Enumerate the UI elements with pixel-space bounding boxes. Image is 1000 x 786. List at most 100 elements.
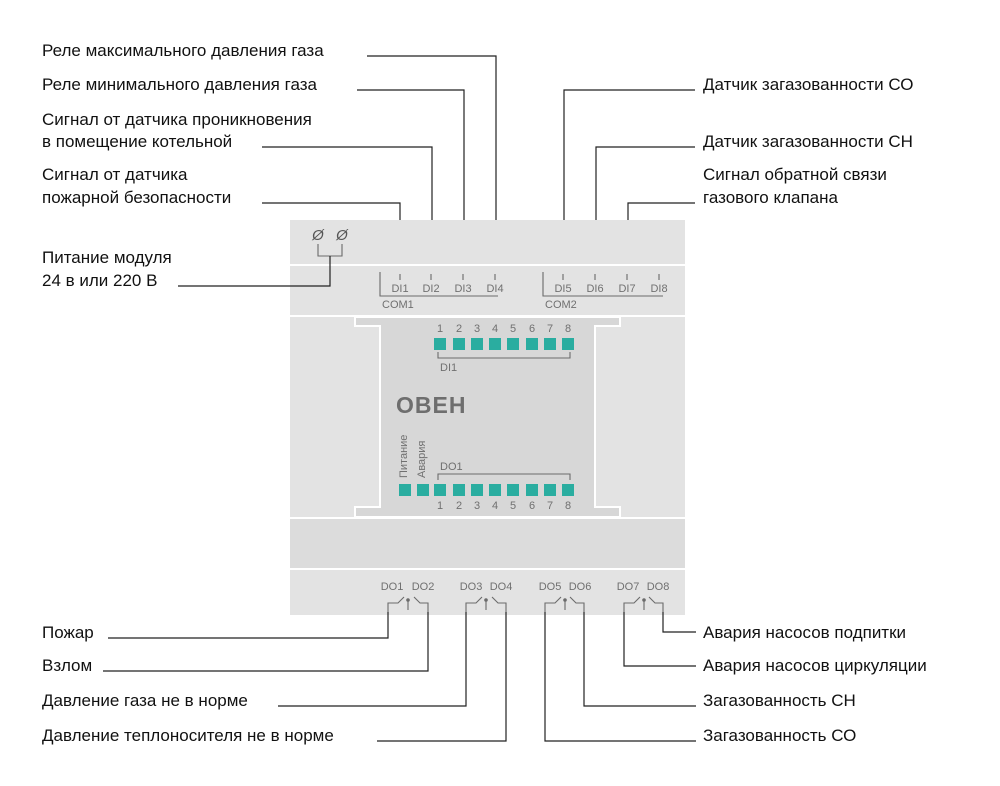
leader-do4 [377, 612, 507, 742]
label-breakin: Взлом [42, 656, 92, 675]
module-body [290, 220, 685, 615]
input-callouts-left: Реле максимального давления газа Реле ми… [42, 41, 324, 290]
oven-logo: ОВЕН [396, 392, 466, 418]
label-makeup-pumps: Авария насосов подпитки [703, 623, 906, 642]
power-symbol-2: Ø [335, 227, 349, 244]
do-led-4 [489, 484, 501, 496]
di-led-1 [434, 338, 446, 350]
label-power-line1: Питание модуля [42, 248, 172, 267]
terminal-do2: DO2 [412, 581, 435, 593]
terminal-di5: DI5 [554, 283, 571, 295]
power-terminals: Ø Ø [311, 227, 349, 257]
leader-do5 [544, 612, 696, 742]
terminal-di4: DI4 [486, 283, 503, 295]
leader-do6 [583, 612, 696, 707]
do-led-number-8: 8 [565, 500, 571, 512]
label-intrusion-line1: Сигнал от датчика проникновения [42, 110, 312, 129]
label-ch-sensor: Датчик загазованности СН [703, 132, 913, 151]
leader-di4 [367, 55, 497, 220]
label-gas-pressure: Давление газа не в норме [42, 691, 248, 710]
leader-power [178, 256, 331, 287]
leader-do3 [278, 612, 467, 707]
status-alarm-led [417, 484, 429, 496]
terminal-di6: DI6 [586, 283, 603, 295]
di-terminal-labels: DI1 DI2 DI3 DI4 DI5 DI6 DI7 DI8 COM1 COM… [382, 283, 668, 311]
leader-do2 [103, 612, 429, 672]
label-valve-feedback-line1: Сигнал обратной связи [703, 165, 887, 184]
di-led-row: 1 2 3 4 5 6 7 8 DI1 [434, 323, 574, 374]
di-led-number-7: 7 [547, 323, 553, 335]
do-led-1 [434, 484, 446, 496]
status-indicators: Питание Авария [398, 435, 429, 496]
terminal-do6: DO6 [569, 581, 592, 593]
do-group-label: DO1 [440, 461, 463, 473]
terminal-di8: DI8 [650, 283, 667, 295]
di-led-number-3: 3 [474, 323, 480, 335]
output-callouts-left: Пожар Взлом Давление газа не в норме Дав… [42, 623, 334, 745]
terminal-di7: DI7 [618, 283, 635, 295]
leader-do7 [623, 612, 696, 667]
di-led-4 [489, 338, 501, 350]
di-led-number-1: 1 [437, 323, 443, 335]
label-relay-max-pressure: Реле максимального давления газа [42, 41, 324, 60]
di-led-number-2: 2 [456, 323, 462, 335]
leader-di6 [595, 146, 695, 220]
label-fire: Пожар [42, 623, 94, 642]
label-fire-sensor-line2: пожарной безопасности [42, 188, 231, 207]
label-fire-sensor-line1: Сигнал от датчика [42, 165, 188, 184]
power-symbol-1: Ø [311, 227, 325, 244]
relay-symbol-5-6 [544, 596, 585, 612]
label-gas-co: Загазованность СО [703, 726, 856, 745]
do-led-6 [526, 484, 538, 496]
di-led-number-4: 4 [492, 323, 498, 335]
do-led-number-2: 2 [456, 500, 462, 512]
di-terminal-ticks [379, 272, 663, 297]
label-coolant-pressure: Давление теплоносителя не в норме [42, 726, 334, 745]
leader-di1 [262, 202, 401, 220]
do-led-5 [507, 484, 519, 496]
do-led-number-1: 1 [437, 500, 443, 512]
center-panel [354, 316, 621, 518]
label-co-sensor: Датчик загазованности СО [703, 75, 913, 94]
do-led-number-6: 6 [529, 500, 535, 512]
do-led-7 [544, 484, 556, 496]
relay-symbols [387, 596, 664, 612]
com2-label: COM2 [545, 299, 577, 311]
terminal-do3: DO3 [460, 581, 483, 593]
leader-di5 [563, 89, 695, 220]
di-led-5 [507, 338, 519, 350]
output-callouts-right: Авария насосов подпитки Авария насосов ц… [703, 623, 927, 745]
di-led-number-8: 8 [565, 323, 571, 335]
label-circulation-pumps: Авария насосов циркуляции [703, 656, 927, 675]
terminal-di2: DI2 [422, 283, 439, 295]
do-led-8 [562, 484, 574, 496]
di-group-label: DI1 [440, 362, 457, 374]
do-led-row: DO1 1 2 3 4 5 6 7 8 [434, 461, 574, 512]
leader-do1 [108, 612, 389, 639]
label-gas-ch: Загазованность СН [703, 691, 856, 710]
label-intrusion-line2: в помещение котельной [42, 132, 232, 151]
terminal-do1: DO1 [381, 581, 404, 593]
input-callouts-right: Датчик загазованности СО Датчик загазова… [703, 75, 913, 207]
terminal-do7: DO7 [617, 581, 640, 593]
leader-di7 [627, 202, 695, 220]
terminal-di3: DI3 [454, 283, 471, 295]
com1-label: COM1 [382, 299, 414, 311]
do-led-number-5: 5 [510, 500, 516, 512]
label-valve-feedback-line2: газового клапана [703, 188, 838, 207]
oven-logo-text: ОВЕН [396, 392, 466, 418]
leader-di3 [357, 89, 465, 220]
terminal-do5: DO5 [539, 581, 562, 593]
leader-do8 [662, 612, 696, 633]
do-led-number-4: 4 [492, 500, 498, 512]
relay-symbol-1-2 [387, 596, 429, 612]
di-led-2 [453, 338, 465, 350]
status-power-label: Питание [398, 435, 410, 478]
di-led-7 [544, 338, 556, 350]
di-led-8 [562, 338, 574, 350]
do-led-number-3: 3 [474, 500, 480, 512]
status-power-led [399, 484, 411, 496]
terminal-do8: DO8 [647, 581, 670, 593]
di-led-6 [526, 338, 538, 350]
